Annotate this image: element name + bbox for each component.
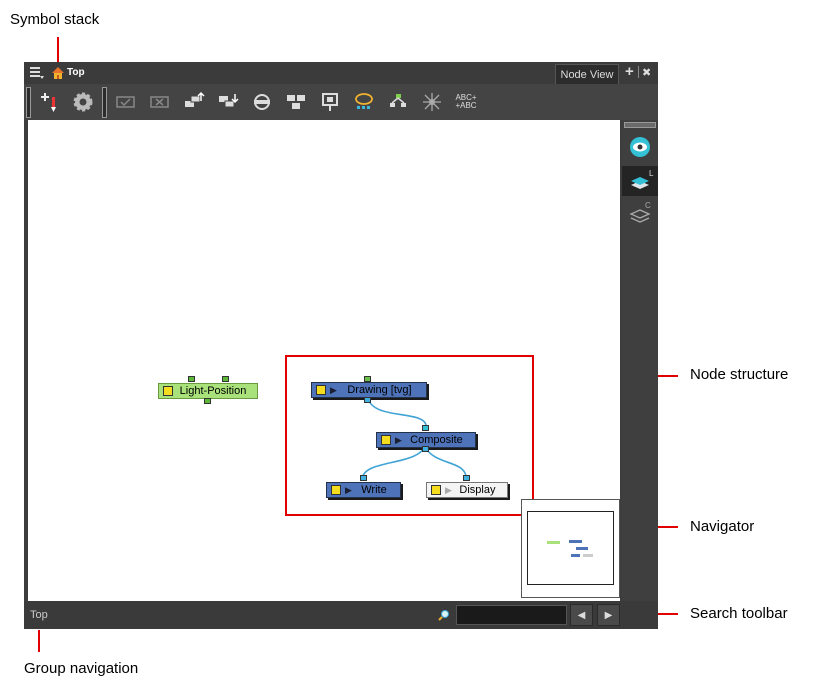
node-enable-toggle[interactable] <box>431 485 441 495</box>
enable-node-icon[interactable] <box>114 90 138 114</box>
node-structure-highlight <box>285 355 534 516</box>
menu-icon[interactable] <box>30 65 44 79</box>
input-port[interactable] <box>422 425 429 431</box>
toolbar-separator <box>102 87 107 118</box>
node-view-panel: Top Node View + ✖ <box>24 62 658 629</box>
navigator-node-mark <box>583 554 593 557</box>
bottom-bar: Top ◀ ▶ <box>24 601 658 629</box>
svg-text:L: L <box>649 169 654 178</box>
node-label: Write <box>361 484 387 496</box>
node-enable-toggle[interactable] <box>331 485 341 495</box>
expand-arrow-icon[interactable]: ▶ <box>445 484 452 495</box>
node-canvas[interactable]: Light-Position ▶ Drawing [tvg] ▶ Composi… <box>28 120 620 601</box>
output-port[interactable] <box>422 446 429 452</box>
text-tool-icon[interactable]: ABC+ +ABC <box>455 93 477 110</box>
toolbar-grip[interactable] <box>26 87 31 118</box>
navigator-node-mark <box>571 554 580 557</box>
group-icon[interactable] <box>250 90 274 114</box>
node-view-toolbar: ABC+ +ABC <box>24 84 658 120</box>
search-magnifier-icon <box>437 608 451 622</box>
move-up-icon[interactable] <box>182 90 206 114</box>
callout-search-toolbar: Search toolbar <box>690 605 788 622</box>
node-write[interactable]: ▶ Write <box>326 482 401 498</box>
node-label: Light-Position <box>179 385 247 397</box>
navigator-node-mark <box>547 541 560 544</box>
right-side-bar: L C <box>622 120 658 601</box>
home-icon[interactable] <box>51 66 65 80</box>
title-bar: Top Node View + ✖ <box>24 62 658 84</box>
node-enable-toggle[interactable] <box>381 435 391 445</box>
node-display[interactable]: ▶ Display <box>426 482 508 498</box>
expand-arrow-icon[interactable]: ▶ <box>345 484 352 495</box>
expand-arrow-icon[interactable]: ▶ <box>395 434 402 445</box>
input-port[interactable] <box>360 475 367 481</box>
search-previous-button[interactable]: ◀ <box>570 604 593 626</box>
preview-icon[interactable] <box>386 90 410 114</box>
node-drawing[interactable]: ▶ Drawing [tvg] <box>311 382 427 398</box>
expand-arrow-icon[interactable]: ▶ <box>330 384 337 395</box>
node-label: Drawing [tvg] <box>347 384 412 396</box>
input-port[interactable] <box>364 376 371 382</box>
callout-line-symbol-stack <box>57 37 59 66</box>
add-peg-icon[interactable] <box>38 90 62 114</box>
navigator-node-mark <box>569 540 582 543</box>
input-port[interactable] <box>463 475 470 481</box>
navigator-viewport[interactable] <box>527 511 614 585</box>
output-port[interactable] <box>204 398 211 404</box>
svg-text:C: C <box>645 201 651 210</box>
move-down-icon[interactable] <box>216 90 240 114</box>
eye-icon[interactable] <box>627 134 653 160</box>
node-label: Display <box>459 484 496 496</box>
group-navigation[interactable]: Top <box>30 609 48 621</box>
create-cable-icon[interactable] <box>352 90 376 114</box>
navigator-node-mark <box>576 547 588 550</box>
node-enable-toggle[interactable] <box>316 385 326 395</box>
callout-line-group-navigation <box>38 630 40 652</box>
layers-outline-icon[interactable]: C <box>622 200 658 230</box>
side-bar-grip[interactable] <box>624 122 656 128</box>
composite-icon[interactable] <box>318 90 342 114</box>
node-enable-toggle[interactable] <box>163 386 173 396</box>
callout-symbol-stack: Symbol stack <box>10 11 100 28</box>
close-tab-button[interactable]: ✖ <box>642 67 652 79</box>
tab-divider <box>638 66 639 78</box>
ungroup-icon[interactable] <box>284 90 308 114</box>
symbol-stack-breadcrumb[interactable]: Top <box>67 67 85 78</box>
input-port[interactable] <box>222 376 229 382</box>
callout-navigator: Navigator <box>690 518 755 535</box>
search-next-button[interactable]: ▶ <box>597 604 620 626</box>
tab-node-view[interactable]: Node View <box>555 64 619 84</box>
settings-gear-icon[interactable] <box>71 90 95 114</box>
disable-node-icon[interactable] <box>148 90 172 114</box>
node-label: Composite <box>410 434 463 446</box>
show-all-icon[interactable] <box>420 90 444 114</box>
output-port[interactable] <box>364 397 371 403</box>
callout-node-structure: Node structure <box>690 366 789 383</box>
callout-group-navigation: Group navigation <box>24 660 139 677</box>
search-input[interactable] <box>456 605 567 625</box>
layers-icon[interactable]: L <box>622 166 658 196</box>
node-light-position[interactable]: Light-Position <box>158 383 258 399</box>
add-tab-button[interactable]: + <box>625 63 634 80</box>
input-port[interactable] <box>188 376 195 382</box>
navigator[interactable] <box>521 499 620 598</box>
